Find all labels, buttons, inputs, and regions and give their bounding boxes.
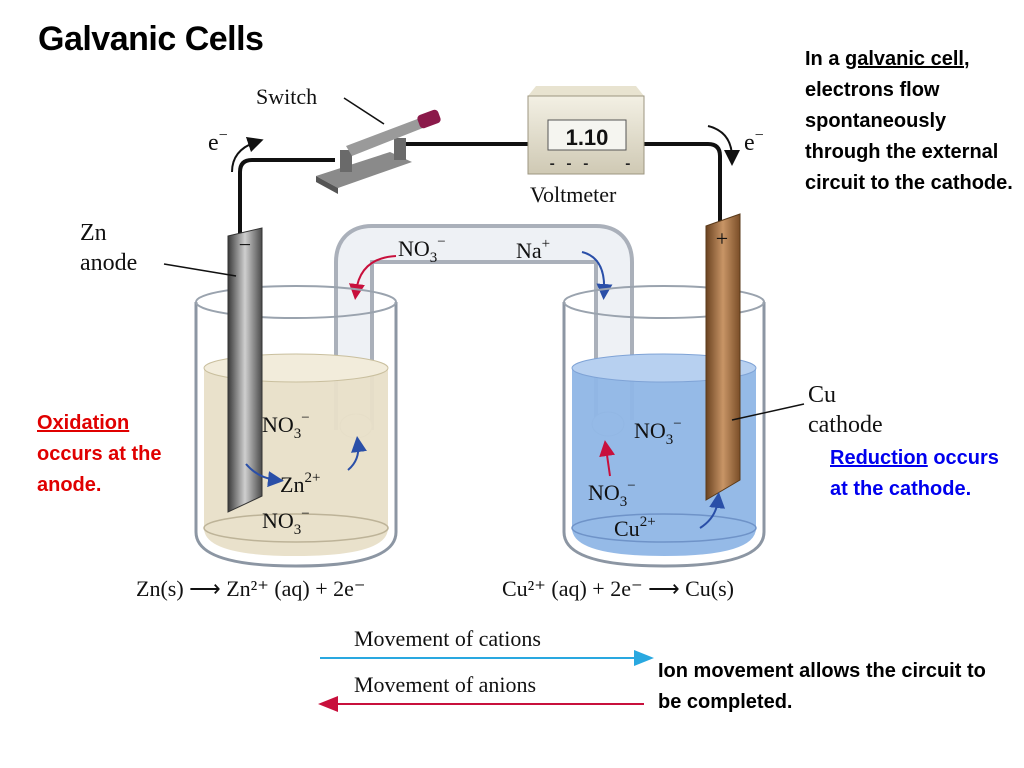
note-text: In a [805,48,846,70]
electron-label-right: e− [744,127,764,156]
right-nitrate-lower: NO3− [588,478,636,510]
anion-bridge-arrow [348,255,397,300]
cathode-word-label: cathode [808,412,883,438]
anode-sign: − [239,232,251,257]
note-term: Oxidation [37,412,130,434]
anode-word-label: anode [80,250,137,276]
switch-leader [343,97,385,125]
cathode-sign: + [716,226,728,251]
note-term: galvanic cell, [845,48,970,70]
left-nitrate-upper: NO3− [262,410,310,442]
page-title: Galvanic Cells [38,20,264,58]
equation-oxidation: Zn(s) ⟶ Zn²⁺ (aq) + 2e⁻ [136,576,366,601]
note-term: Reduction [830,447,928,469]
electron-label-left: e− [208,127,228,156]
note-text: electrons flow spontaneously through the… [805,79,1013,194]
copper-ion-label: Cu2+ [614,514,656,541]
electron-arrow-left [231,136,264,173]
anode-element-label: Zn [80,220,107,246]
wire-left [238,158,335,238]
copper-ion-arrow [699,492,726,529]
cathode-element-label: Cu [808,382,836,408]
right-nitrate-upper: NO3− [634,416,682,448]
legend-anions-label: Movement of anions [354,672,536,697]
electron-arrow-right [707,125,740,166]
voltmeter-dashes: - - - - [548,157,632,173]
left-nitrate-lower: NO3− [262,506,310,538]
reduction-note: Reduction occurs at the cathode. [830,443,1010,505]
zinc-ion-arrow [245,463,284,488]
salt-bridge [338,228,630,430]
wire-right [640,142,722,222]
left-cation-arrow [347,436,367,471]
voltmeter [527,86,645,175]
equation-reduction: Cu²⁺ (aq) + 2e⁻ ⟶ Cu(s) [502,576,734,601]
legend-cations-label: Movement of cations [354,626,541,651]
cation-bridge-arrow [581,251,613,300]
bridge-cation-label: Na+ [516,236,550,263]
anode-leader [163,263,237,277]
bridge-anion-label: NO3− [398,234,446,266]
zinc-ion-label: Zn2+ [280,470,320,497]
switch-label: Switch [256,84,317,109]
copper-electrode [705,213,741,501]
voltmeter-reading: 1.10 [566,125,609,150]
switch [316,109,441,194]
galvanic-note: In a galvanic cell, electrons flow spont… [805,44,1015,199]
zinc-electrode [227,227,263,513]
ion-movement-note: Ion movement allows the circuit to be co… [658,660,986,713]
note-text: occurs at the anode. [37,443,162,496]
cathode-leader [731,403,805,421]
note-text: occurs at the cathode. [830,447,999,500]
voltmeter-label: Voltmeter [530,182,617,207]
right-anion-arrow [599,440,616,477]
oxidation-note: Oxidation occurs at the anode. [37,408,197,501]
